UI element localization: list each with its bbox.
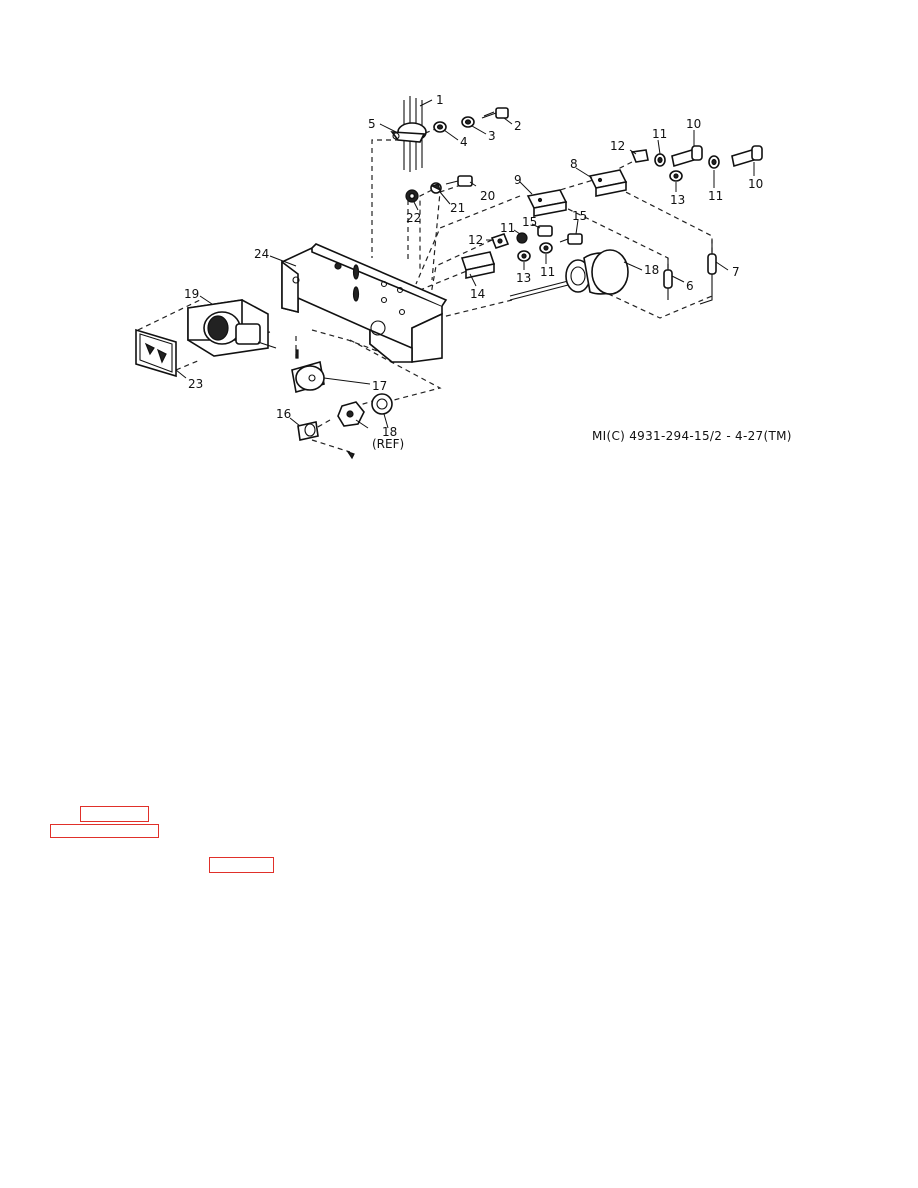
callout-18-ref: (REF)	[372, 437, 404, 451]
part-washer-11-lower	[539, 242, 553, 254]
part-washer-11-upper	[654, 153, 666, 167]
part-cap-16	[297, 421, 355, 460]
part-screw-15-right	[559, 233, 583, 245]
part-block-9	[526, 189, 568, 217]
callout-19: 19	[184, 287, 199, 301]
callout-12a: 12	[610, 139, 625, 153]
part-washer-3	[461, 116, 475, 128]
part-washer-11-right	[708, 155, 720, 169]
callout-18b: 18	[382, 425, 397, 439]
callouts: 1 2 3 4 5 6 7 8 9 10 10 11 11 11 11 12 1…	[184, 93, 763, 451]
callout-23: 23	[188, 377, 203, 391]
part-washer-11-middle	[516, 232, 528, 244]
assembly-lines	[137, 127, 713, 453]
callout-7: 7	[732, 265, 740, 279]
part-clip-12-middle	[490, 233, 510, 249]
callout-10a: 10	[686, 117, 701, 131]
callout-1: 1	[436, 93, 444, 107]
part-screw-10-right	[731, 145, 763, 168]
part-washer-18	[371, 393, 393, 415]
callout-11c: 11	[500, 221, 515, 235]
part-clip-12-upper	[630, 149, 649, 163]
part-washer-21	[430, 182, 442, 194]
leader-lines	[175, 99, 755, 429]
part-screw-15-middle	[537, 225, 553, 237]
part-block-8	[588, 169, 628, 197]
part-motor-18	[509, 249, 629, 301]
part-nut-22	[405, 189, 419, 203]
callout-14: 14	[470, 287, 485, 301]
part-screw-2	[481, 107, 509, 119]
callout-5: 5	[368, 117, 376, 131]
callout-24: 24	[254, 247, 269, 261]
callout-13a: 13	[670, 193, 685, 207]
callout-16: 16	[276, 407, 291, 421]
part-plate-23	[135, 328, 177, 378]
part-block-14	[460, 251, 496, 279]
part-bracket-24	[281, 243, 448, 363]
part-pin-6	[663, 258, 673, 300]
part-washer-4	[433, 121, 447, 133]
callout-8: 8	[570, 157, 578, 171]
part-washer-13-upper	[669, 170, 683, 182]
link-box-3[interactable]	[209, 857, 274, 873]
callout-15b: 15	[572, 209, 587, 223]
callout-21: 21	[450, 201, 465, 215]
part-wire-clamp	[390, 96, 427, 172]
part-nut-18	[337, 401, 365, 427]
part-screw-20	[445, 175, 473, 187]
callout-17: 17	[372, 379, 387, 393]
callout-18a: 18	[644, 263, 659, 277]
part-washer-13-middle	[517, 250, 531, 262]
part-switch-19	[187, 299, 277, 357]
callout-11d: 11	[540, 265, 555, 279]
part-knob-17	[291, 349, 325, 394]
link-box-1[interactable]	[80, 806, 149, 822]
callout-20: 20	[480, 189, 495, 203]
callout-11b: 11	[708, 189, 723, 203]
callout-4: 4	[460, 135, 468, 149]
callout-15a: 15	[522, 215, 537, 229]
callout-6: 6	[686, 279, 694, 293]
callout-3: 3	[488, 129, 496, 143]
callout-13b: 13	[516, 271, 531, 285]
link-box-2[interactable]	[50, 824, 159, 838]
callout-22: 22	[406, 211, 421, 225]
callout-2: 2	[514, 119, 522, 133]
part-screw-10-upper	[671, 145, 703, 168]
part-pin-7	[699, 240, 717, 305]
callout-12b: 12	[468, 233, 483, 247]
callout-10b: 10	[748, 177, 763, 191]
callout-9: 9	[514, 173, 522, 187]
callout-11a: 11	[652, 127, 667, 141]
figure-caption: MI(C) 4931-294-15/2 - 4-27(TM)	[592, 429, 792, 443]
